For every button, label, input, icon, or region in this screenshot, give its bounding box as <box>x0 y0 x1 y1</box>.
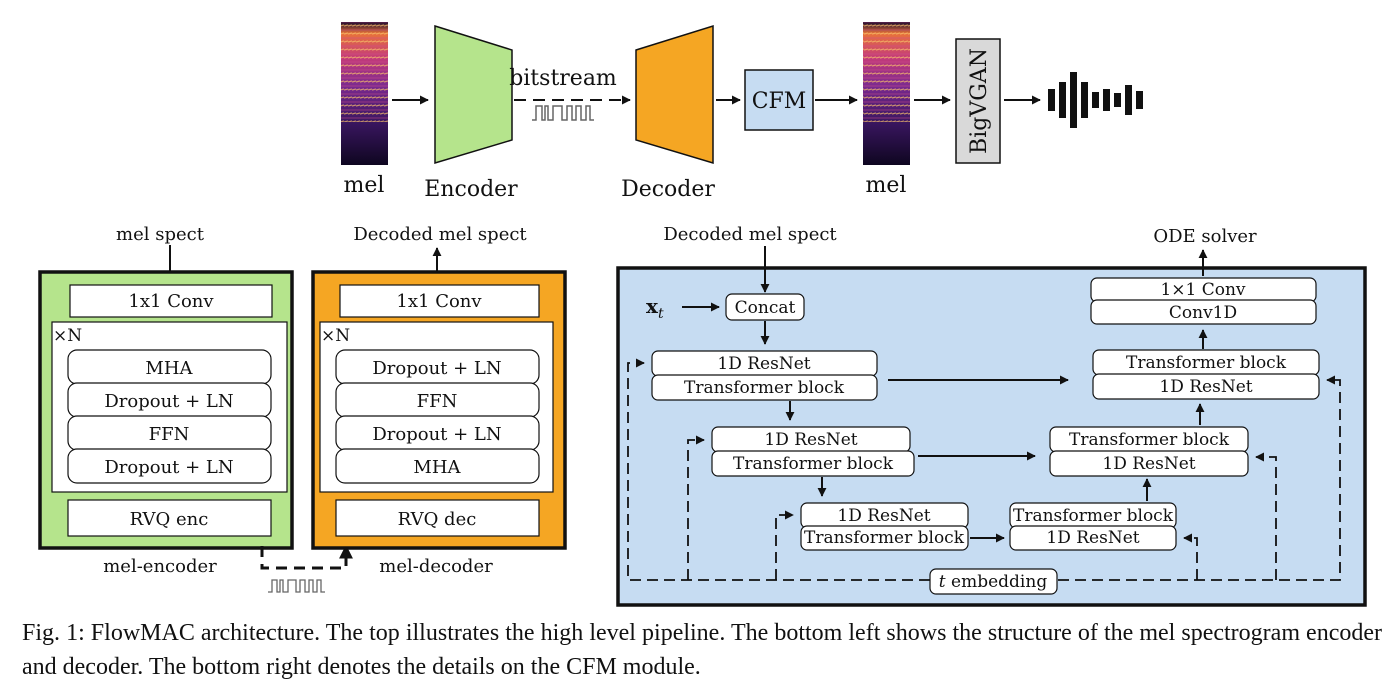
ode-solver-label: ODE solver <box>1153 226 1257 247</box>
bigvgan-block <box>955 38 1001 164</box>
transformer-label: Transformer block <box>1069 430 1230 450</box>
mel-output-label: mel <box>866 173 907 198</box>
encoder-block <box>434 24 513 165</box>
cfm-block <box>744 69 814 131</box>
decoder-block-label: MHA <box>413 457 461 478</box>
bitstream-icon <box>532 105 594 121</box>
up1-resnet-box <box>1092 373 1320 400</box>
waveform-icon <box>1048 72 1143 128</box>
mel-input-label: mel <box>344 173 385 198</box>
rvq-enc-label: RVQ enc <box>130 509 209 530</box>
mel-encoder-panel: mel spect 1x1 Conv ×N MHA Dropout + LN F… <box>38 224 294 577</box>
transformer-label: Transformer block <box>684 378 845 398</box>
transformer-label: Transformer block <box>733 454 894 474</box>
rvq-enc-box <box>67 499 272 537</box>
bitstream-label: bitstream <box>509 66 617 91</box>
mel-spect-input-label: mel spect <box>116 224 205 245</box>
cfm-input-label: Decoded mel spect <box>663 224 837 245</box>
transformer-label: Transformer block <box>1126 353 1287 373</box>
decoder-repeat-label: ×N <box>321 326 350 346</box>
rvq-dec-label: RVQ dec <box>398 509 477 530</box>
resnet-label: 1D ResNet <box>764 430 857 450</box>
down3-transformer-box <box>800 525 969 551</box>
encoder-label: Encoder <box>424 177 518 202</box>
decoder-conv-label: 1x1 Conv <box>396 291 482 312</box>
bigvgan-label: BigVGAN <box>967 48 992 154</box>
conv1d-box <box>1090 299 1317 325</box>
resnet-label: 1D ResNet <box>717 354 810 374</box>
conv1d-label: Conv1D <box>1169 303 1237 323</box>
xt-label: xt <box>646 294 664 322</box>
cfm-label: CFM <box>752 89 807 114</box>
encoder-conv-label: 1x1 Conv <box>128 291 214 312</box>
transformer-label: Transformer block <box>804 528 965 548</box>
time-embedding-links <box>627 358 1341 581</box>
encoder-repeat-label: ×N <box>53 326 82 346</box>
cfm-panel: Decoded mel spect ODE solver xt Concat 1… <box>616 224 1367 607</box>
conv1x1-label: 1×1 Conv <box>1160 280 1245 300</box>
concat-label: Concat <box>735 298 796 318</box>
decoder-block-label: Dropout + LN <box>372 358 501 379</box>
decoder-conv-box <box>339 284 540 318</box>
encoder-block-label: MHA <box>145 358 193 379</box>
transformer-label: Transformer block <box>1013 506 1174 526</box>
encoder-dropout-ln-box <box>67 448 272 484</box>
up2-resnet-box <box>1049 450 1249 477</box>
down2-transformer-box <box>711 450 915 477</box>
encoder-block-label: Dropout + LN <box>104 391 233 412</box>
mel-spectrogram-input <box>341 22 388 165</box>
decoder-block <box>635 24 714 165</box>
pipeline: mel Encoder bitstream Decoder CFM mel Bi… <box>341 22 1143 202</box>
resnet-label: 1D ResNet <box>1102 454 1195 474</box>
resnet-label: 1D ResNet <box>1159 377 1252 397</box>
mel-decoder-name: mel-decoder <box>379 556 493 577</box>
t-embedding-box <box>929 568 1058 595</box>
encoder-block-label: Dropout + LN <box>104 457 233 478</box>
panel-bitstream-link <box>260 544 353 593</box>
decoder-mha-box <box>335 448 540 484</box>
concat-box <box>725 293 805 321</box>
rvq-dec-box <box>335 499 540 537</box>
mel-encoder-name: mel-encoder <box>103 556 217 577</box>
resnet-label: 1D ResNet <box>837 506 930 526</box>
up3-resnet-box <box>1009 525 1177 551</box>
architecture-diagram: mel Encoder bitstream Decoder CFM mel Bi… <box>38 22 1367 607</box>
figure-caption: Fig. 1: FlowMAC architecture. The top il… <box>22 620 1382 680</box>
encoder-block-label: FFN <box>149 424 190 445</box>
resnet-label: 1D ResNet <box>1046 528 1139 548</box>
decoder-block-label: FFN <box>417 391 458 412</box>
down1-transformer-box <box>651 374 878 401</box>
mel-spectrogram-output <box>863 22 910 165</box>
decoder-label: Decoder <box>621 177 715 202</box>
decoded-mel-output-label: Decoded mel spect <box>353 224 527 245</box>
encoder-conv-box <box>69 284 273 318</box>
decoder-block-label: Dropout + LN <box>372 424 501 445</box>
t-embedding-label: t embedding <box>939 572 1048 592</box>
mel-decoder-panel: Decoded mel spect 1x1 Conv ×N Dropout + … <box>311 224 567 577</box>
